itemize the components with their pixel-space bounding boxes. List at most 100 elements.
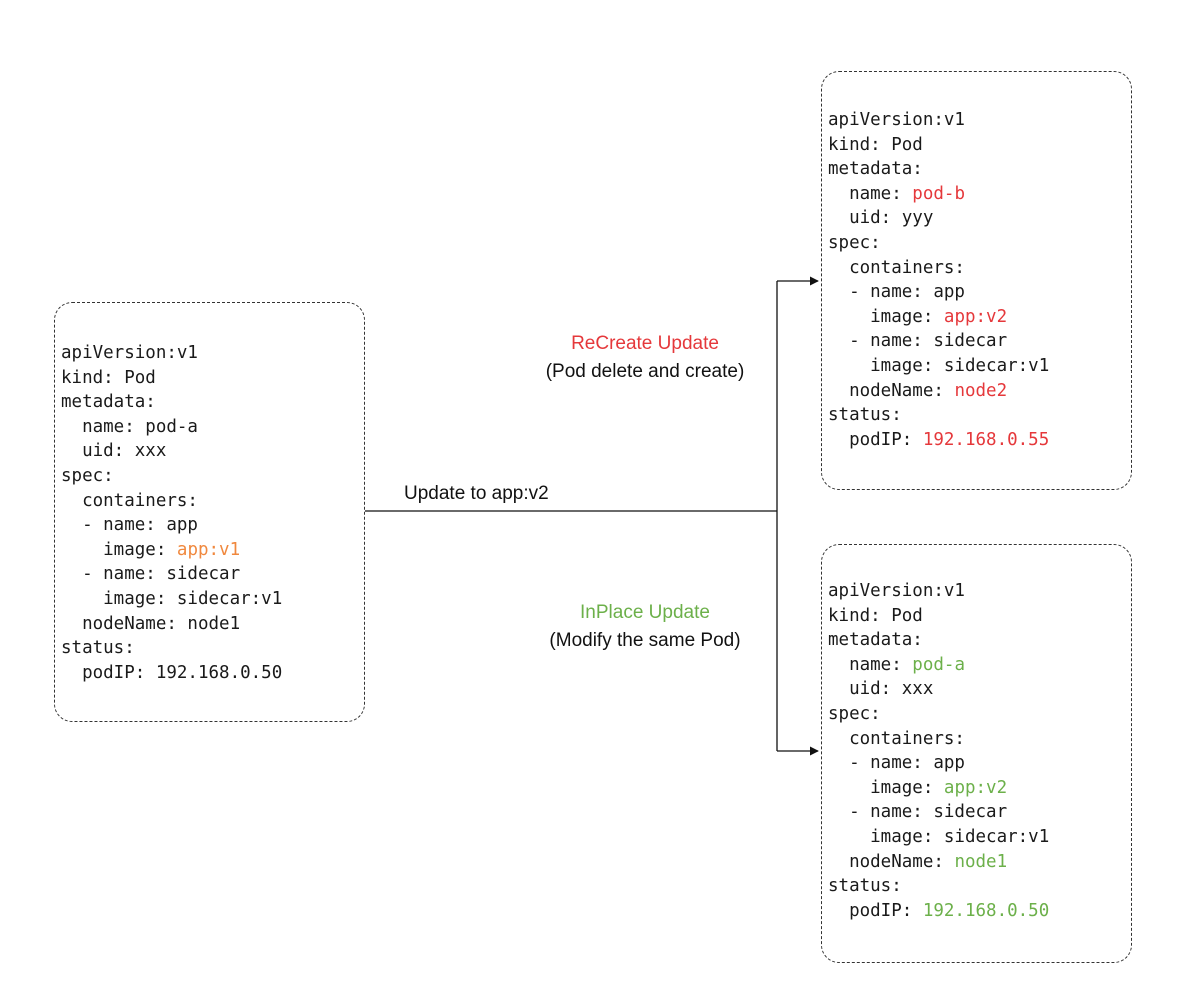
yaml-line: image: sidecar:v1 bbox=[61, 587, 364, 612]
yaml-key-text: podIP: 192.168.0.50 bbox=[61, 662, 283, 683]
yaml-key-text: image: sidecar:v1 bbox=[61, 588, 283, 609]
yaml-line: - name: sidecar bbox=[828, 800, 1131, 825]
yaml-key-text: metadata: bbox=[828, 159, 923, 180]
yaml-line: nodeName: node2 bbox=[828, 379, 1131, 404]
yaml-key-text: - name: sidecar bbox=[61, 564, 241, 585]
yaml-key-text: spec: bbox=[828, 232, 881, 253]
yaml-key-text: image: bbox=[828, 306, 944, 327]
yaml-key-text: nodeName: bbox=[828, 380, 955, 401]
yaml-line: containers: bbox=[61, 489, 364, 514]
yaml-line: apiVersion:v1 bbox=[828, 108, 1131, 133]
yaml-line: podIP: 192.168.0.50 bbox=[61, 661, 364, 686]
yaml-line: containers: bbox=[828, 256, 1131, 281]
yaml-key-text: apiVersion:v1 bbox=[828, 110, 965, 130]
yaml-changed-value: app:v1 bbox=[176, 539, 241, 560]
yaml-line: metadata: bbox=[828, 628, 1131, 653]
yaml-changed-value: 192.168.0.55 bbox=[922, 429, 1050, 450]
yaml-key-text: spec: bbox=[828, 703, 881, 724]
yaml-line: image: app:v2 bbox=[828, 305, 1131, 330]
yaml-key-text: status: bbox=[828, 405, 902, 426]
yaml-key-text: image: bbox=[61, 539, 177, 560]
yaml-key-text: spec: bbox=[61, 465, 114, 486]
yaml-line: name: pod-a bbox=[61, 415, 364, 440]
yaml-line: kind: Pod bbox=[828, 133, 1131, 158]
recreate-update-subtitle: (Pod delete and create) bbox=[545, 361, 745, 382]
yaml-key-text: image: bbox=[828, 777, 944, 798]
yaml-key-text: nodeName: node1 bbox=[61, 613, 241, 634]
yaml-line: - name: app bbox=[828, 280, 1131, 305]
yaml-line: nodeName: node1 bbox=[828, 850, 1131, 875]
yaml-line: status: bbox=[828, 403, 1131, 428]
yaml-line: image: sidecar:v1 bbox=[828, 825, 1131, 850]
yaml-line: - name: app bbox=[61, 513, 364, 538]
yaml-line: kind: Pod bbox=[828, 604, 1131, 629]
yaml-key-text: - name: app bbox=[828, 753, 965, 774]
yaml-changed-value: node2 bbox=[954, 380, 1008, 401]
yaml-key-text: - name: sidecar bbox=[828, 802, 1008, 823]
yaml-line: uid: yyy bbox=[828, 206, 1131, 231]
yaml-key-text: kind: Pod bbox=[61, 367, 156, 388]
yaml-line: apiVersion:v1 bbox=[61, 341, 364, 366]
yaml-line: containers: bbox=[828, 727, 1131, 752]
yaml-changed-value: app:v2 bbox=[943, 777, 1008, 798]
yaml-key-text: containers: bbox=[61, 490, 198, 511]
yaml-changed-value: pod-a bbox=[912, 654, 965, 675]
yaml-line: status: bbox=[828, 874, 1131, 899]
original-pod-yaml: apiVersion:v1 kind: Pod metadata: name: po… bbox=[61, 341, 364, 685]
recreate-update-title: ReCreate Update bbox=[571, 333, 719, 354]
inplace-pod-yaml: apiVersion:v1 kind: Pod metadata: name: po… bbox=[828, 579, 1131, 923]
yaml-key-text: kind: Pod bbox=[828, 605, 923, 626]
yaml-key-text: uid: yyy bbox=[828, 208, 934, 229]
yaml-line: spec: bbox=[61, 464, 364, 489]
yaml-line: - name: sidecar bbox=[828, 329, 1131, 354]
update-to-label: Update to app:v2 bbox=[404, 483, 549, 504]
yaml-key-text: apiVersion:v1 bbox=[828, 581, 965, 601]
yaml-changed-value: node1 bbox=[954, 851, 1008, 872]
yaml-line: nodeName: node1 bbox=[61, 612, 364, 637]
yaml-key-text: containers: bbox=[828, 728, 965, 749]
yaml-changed-value: 192.168.0.50 bbox=[922, 900, 1050, 921]
yaml-changed-value: pod-b bbox=[912, 183, 965, 204]
yaml-key-text: podIP: bbox=[828, 429, 923, 450]
yaml-key-text: uid: xxx bbox=[61, 441, 167, 462]
yaml-key-text: containers: bbox=[828, 257, 965, 278]
yaml-key-text: kind: Pod bbox=[828, 134, 923, 155]
yaml-key-text: metadata: bbox=[61, 392, 156, 413]
original-pod-box: apiVersion:v1 kind: Pod metadata: name: po… bbox=[54, 302, 365, 722]
yaml-line: image: sidecar:v1 bbox=[828, 354, 1131, 379]
yaml-line: metadata: bbox=[61, 390, 364, 415]
yaml-key-text: status: bbox=[828, 876, 902, 897]
yaml-key-text: - name: sidecar bbox=[828, 331, 1008, 352]
yaml-key-text: image: sidecar:v1 bbox=[828, 826, 1050, 847]
yaml-line: image: app:v1 bbox=[61, 538, 364, 563]
yaml-changed-value: app:v2 bbox=[943, 306, 1008, 327]
yaml-line: image: app:v2 bbox=[828, 776, 1131, 801]
yaml-line: spec: bbox=[828, 702, 1131, 727]
yaml-line: name: pod-b bbox=[828, 182, 1131, 207]
yaml-line: apiVersion:v1 bbox=[828, 579, 1131, 604]
yaml-line: podIP: 192.168.0.50 bbox=[828, 899, 1131, 924]
recreated-pod-box: apiVersion:v1 kind: Pod metadata: name: po… bbox=[821, 71, 1132, 490]
inplace-update-title: InPlace Update bbox=[580, 602, 710, 623]
yaml-line: uid: xxx bbox=[828, 677, 1131, 702]
yaml-line: name: pod-a bbox=[828, 653, 1131, 678]
yaml-key-text: apiVersion:v1 bbox=[61, 343, 198, 363]
yaml-line: status: bbox=[61, 636, 364, 661]
yaml-key-text: metadata: bbox=[828, 630, 923, 651]
yaml-key-text: podIP: bbox=[828, 900, 923, 921]
inplace-update-subtitle: (Modify the same Pod) bbox=[549, 630, 741, 651]
recreated-pod-yaml: apiVersion:v1 kind: Pod metadata: name: po… bbox=[828, 108, 1131, 452]
inplace-pod-box: apiVersion:v1 kind: Pod metadata: name: po… bbox=[821, 544, 1132, 963]
yaml-key-text: name: bbox=[828, 183, 913, 204]
yaml-line: kind: Pod bbox=[61, 366, 364, 391]
yaml-line: metadata: bbox=[828, 157, 1131, 182]
yaml-key-text: status: bbox=[61, 638, 135, 659]
yaml-line: spec: bbox=[828, 231, 1131, 256]
yaml-key-text: - name: app bbox=[61, 515, 198, 536]
yaml-key-text: - name: app bbox=[828, 282, 965, 303]
yaml-line: - name: sidecar bbox=[61, 562, 364, 587]
yaml-line: podIP: 192.168.0.55 bbox=[828, 428, 1131, 453]
yaml-key-text: image: sidecar:v1 bbox=[828, 355, 1050, 376]
yaml-key-text: name: bbox=[828, 654, 913, 675]
